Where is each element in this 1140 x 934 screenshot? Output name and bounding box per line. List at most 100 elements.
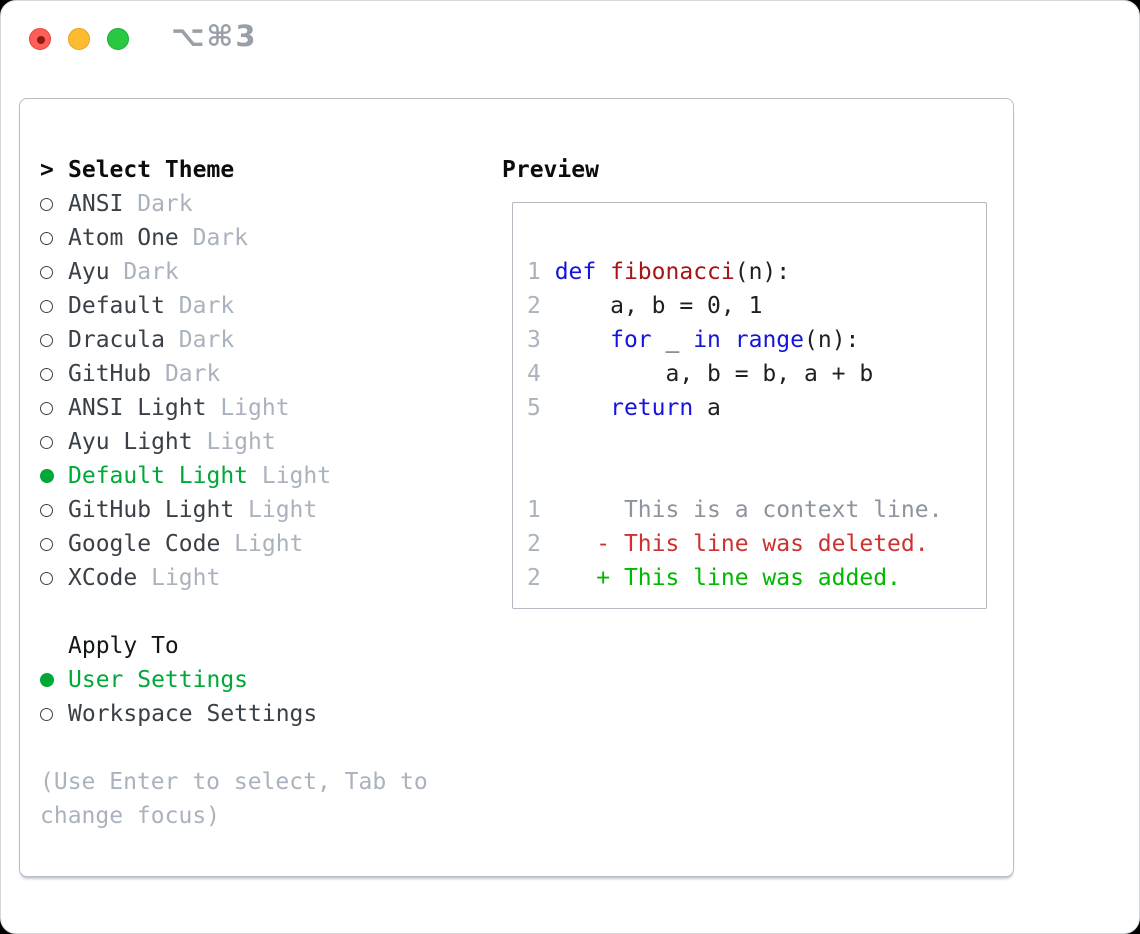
code-token: a, b = 0, 1 [554,293,763,319]
radio-unselected-icon [40,299,53,313]
radio-unselected-icon [40,503,53,517]
radio-unselected-icon [40,401,53,415]
select-theme-header: > Select Theme [40,153,480,187]
theme-option[interactable]: GitHub Light Light [40,493,480,527]
line-number: 1 [527,259,555,285]
diff-block: 1 This is a context line. 2 - This line w… [527,493,982,595]
radio-unselected-icon [40,231,53,245]
code-token: def [554,259,597,285]
diff-text: - This line was deleted. [596,531,929,557]
radio-unselected-icon [40,367,53,381]
radio-unselected-icon [40,571,53,585]
theme-option[interactable]: ANSI Dark [40,187,480,221]
theme-option[interactable]: GitHub Dark [40,357,480,391]
option-label: Default Light [68,463,249,489]
radio-selected-icon [40,469,54,483]
diff-text: This is a context line. [596,497,943,523]
keyboard-shortcut-label: ⌥⌘3 [171,19,258,53]
theme-option[interactable]: Ayu Light Light [40,425,480,459]
close-button[interactable] [29,28,51,50]
apply-to-list: User Settings Workspace Settings [40,663,480,731]
option-label: GitHub [68,361,152,387]
option-label: Workspace Settings [68,701,318,727]
apply-to-header: Apply To [40,629,480,663]
code-token [721,327,735,353]
line-number: 2 [527,565,597,591]
option-variant-label: Light [248,497,318,523]
radio-unselected-icon [40,333,53,347]
theme-option[interactable]: Default Dark [40,289,480,323]
option-variant-label: Dark [192,225,249,251]
option-label: Ayu [68,259,110,285]
spacer [527,425,982,459]
code-token: return [610,395,694,421]
line-number: 2 [527,293,555,319]
option-variant-label: Dark [178,293,235,319]
theme-option[interactable]: Atom One Dark [40,221,480,255]
diff-line-context: 1 This is a context line. [527,493,982,527]
radio-unselected-icon [40,265,53,279]
help-text-line-2: change focus) [40,803,221,829]
code-token: a [693,395,721,421]
option-label: GitHub Light [68,497,235,523]
preview-title: Preview [502,157,599,183]
option-label: Ayu Light [68,429,193,455]
line-number: 2 [527,531,597,557]
theme-option[interactable]: Dracula Dark [40,323,480,357]
code-line: 2 a, b = 0, 1 [527,289,982,323]
radio-unselected-icon [40,197,53,211]
radio-unselected-icon [40,435,53,449]
code-line: 3 for _ in range(n): [527,323,982,357]
apply-to-title: Apply To [68,633,179,659]
code-token: (n): [734,259,791,285]
option-variant-label: Dark [164,361,221,387]
select-theme-title: Select Theme [68,157,235,183]
minimize-button[interactable] [68,28,90,50]
diff-line-added: 2 + This line was added. [527,561,982,595]
line-number: 5 [527,395,555,421]
option-variant-label: Light [206,429,276,455]
code-token: _ [651,327,694,353]
theme-option[interactable]: XCode Light [40,561,480,595]
option-label: Google Code [68,531,221,557]
theme-option[interactable]: Ayu Dark [40,255,480,289]
help-text-line-1: (Use Enter to select, Tab to [40,769,428,795]
option-label: User Settings [68,667,249,693]
code-token [596,259,610,285]
option-variant-label: Light [151,565,221,591]
code-token: in [693,327,721,353]
theme-picker-column: > Select Theme ANSI Dark Atom One Dark A… [40,153,480,833]
option-variant-label: Dark [178,327,235,353]
theme-option[interactable]: Default Light Light [40,459,480,493]
code-line: 5 return a [527,391,982,425]
radio-selected-icon [40,673,54,687]
option-variant-label: Dark [123,259,179,285]
line-number: 3 [527,327,555,353]
apply-option[interactable]: Workspace Settings [40,697,480,731]
option-variant-label: Light [220,395,290,421]
code-token [555,395,610,421]
option-label: Default [68,293,165,319]
code-token: range [734,327,804,353]
option-label: XCode [68,565,138,591]
spacer [40,595,480,629]
apply-option[interactable]: User Settings [40,663,480,697]
option-variant-label: Light [261,463,332,489]
focus-caret-icon: > [40,157,54,183]
theme-option[interactable]: ANSI Light Light [40,391,480,425]
radio-unselected-icon [40,707,53,721]
code-token: for [610,327,652,353]
line-number: 4 [527,361,555,387]
theme-option[interactable]: Google Code Light [40,527,480,561]
option-variant-label: Light [234,531,304,557]
code-token: fibonacci [610,259,735,285]
code-token: a, b = b, a + b [554,361,874,387]
code-token: (n): [804,327,860,353]
zoom-button[interactable] [107,28,129,50]
theme-picker-panel: > Select Theme ANSI Dark Atom One Dark A… [19,98,1014,877]
option-label: ANSI Light [68,395,207,421]
spacer [40,731,480,765]
